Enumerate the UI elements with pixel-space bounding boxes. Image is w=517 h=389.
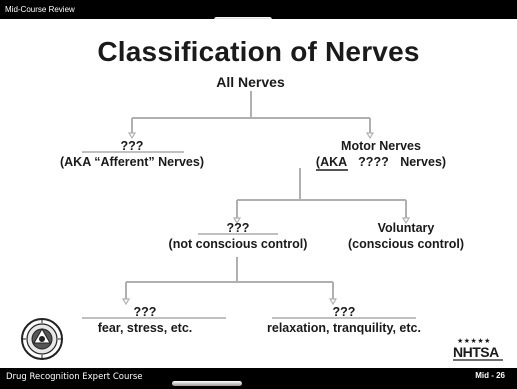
node-fear: ??? fear, stress, etc.: [62, 304, 228, 336]
node-relax: ??? relaxation, tranquility, etc.: [258, 304, 430, 336]
nhtsa-text: NHTSA: [453, 344, 499, 360]
node-afferent-label: (AKA “Afferent” Nerves): [59, 155, 204, 169]
dot-seal-logo: [21, 318, 63, 360]
header-bar: Mid-Course Review: [0, 0, 517, 19]
arrow-relax: [328, 298, 338, 306]
node-all-nerves: All Nerves: [216, 74, 285, 90]
node-relax-label: relaxation, tranquility, etc.: [267, 321, 421, 335]
node-motor-label: Motor Nerves: [341, 139, 421, 153]
node-involuntary-label: (not conscious control): [168, 237, 308, 251]
node-afferent-unknown: ???: [120, 139, 144, 153]
node-motor-aka: (AKA ???? Nerves): [296, 154, 466, 170]
footer-course: Drug Recognition Expert Course: [6, 372, 143, 382]
arrow-motor: [365, 132, 375, 140]
node-voluntary-desc: (conscious control): [348, 237, 464, 251]
node-motor-aka-prefix: (AKA: [315, 155, 347, 169]
node-motor-aka-blank: ????: [358, 155, 389, 169]
footer-bar: [0, 368, 517, 389]
node-fear-unknown: ???: [133, 305, 157, 319]
arrow-fear: [121, 298, 131, 306]
node-fear-label: fear, stress, etc.: [97, 321, 193, 335]
slide-title: Classification of Nerves: [97, 36, 420, 67]
footer-page-number: Mid - 26: [475, 371, 505, 380]
node-voluntary-label: Voluntary: [377, 221, 435, 235]
arrow-voluntary: [401, 217, 411, 225]
node-relax-unknown: ???: [332, 305, 356, 319]
arrow-involuntary: [232, 217, 242, 225]
nhtsa-stars: ★★★★★: [457, 337, 491, 345]
node-voluntary: Voluntary (conscious control): [330, 220, 482, 252]
node-afferent: ??? (AKA “Afferent” Nerves): [12, 138, 252, 170]
node-involuntary-unknown: ???: [226, 221, 250, 235]
header-title: Mid-Course Review: [5, 5, 75, 14]
node-motor-aka-suffix: Nerves): [400, 155, 447, 169]
node-motor: Motor Nerves (AKA ???? Nerves): [296, 138, 466, 170]
arrow-left: [127, 132, 137, 140]
node-involuntary: ??? (not conscious control): [150, 220, 326, 252]
slide-area: [0, 19, 517, 368]
footer-decoration: [172, 381, 242, 386]
nhtsa-logo: ★★★★★ NHTSA: [453, 337, 503, 361]
